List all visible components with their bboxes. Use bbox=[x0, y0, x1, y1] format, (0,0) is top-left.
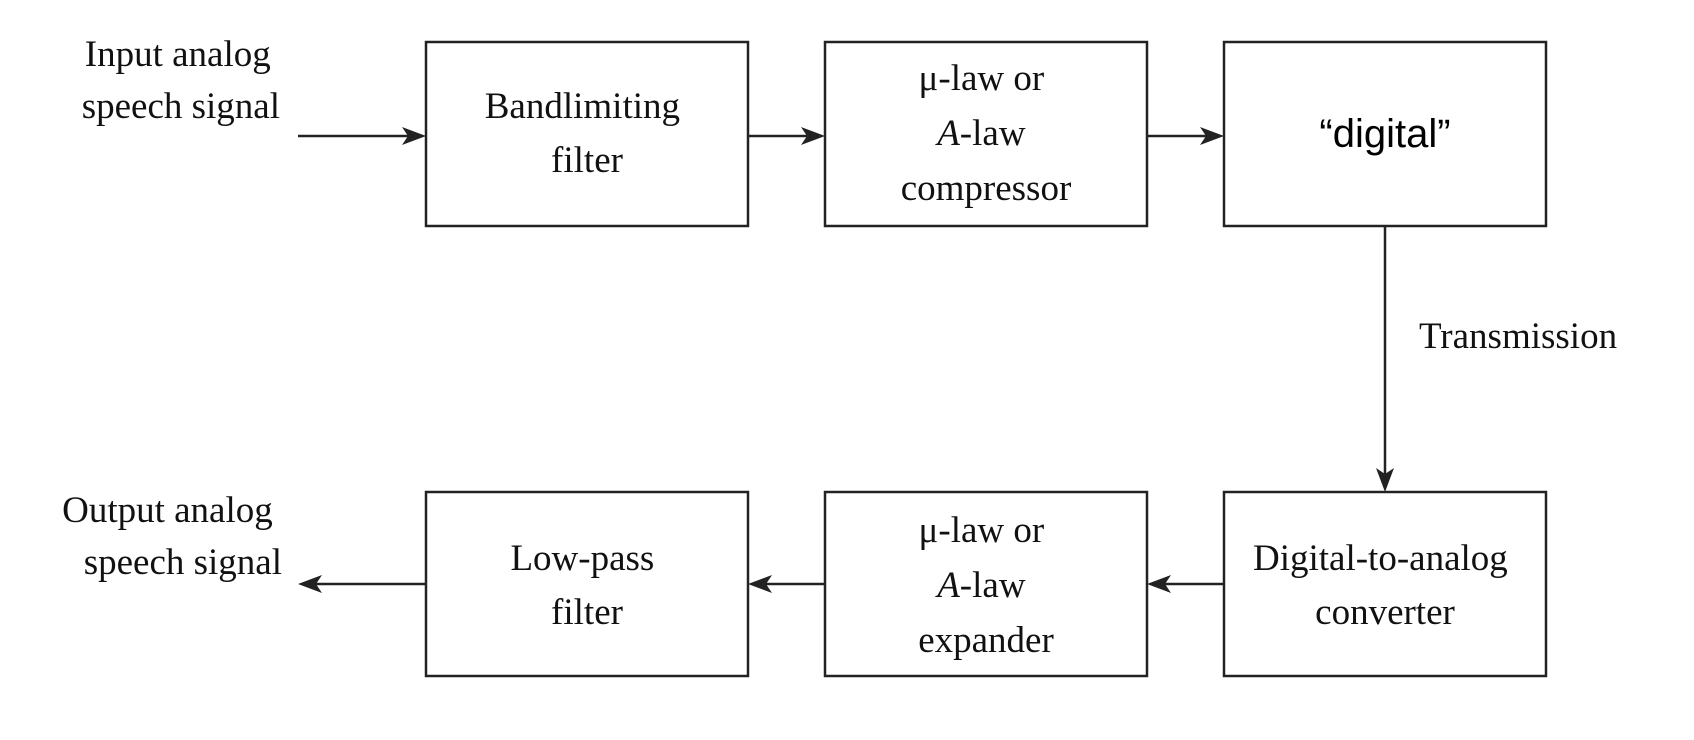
input-label-line-1: Input analog bbox=[85, 34, 271, 75]
arrow-bandlimiting-to-compressor bbox=[748, 127, 825, 145]
input-label: Input analog speech signal bbox=[82, 34, 280, 127]
output-label-line-1: Output analog bbox=[62, 490, 273, 531]
arrow-dac-to-expander bbox=[1147, 575, 1224, 593]
transmission-label: Transmission bbox=[1419, 316, 1617, 357]
lowpass-filter-block bbox=[424, 490, 750, 678]
expander-block bbox=[823, 490, 1149, 678]
compressor-label: μ-law or A-law compressor bbox=[901, 58, 1072, 209]
arrow-lowpass-to-output bbox=[298, 575, 426, 593]
digital-block bbox=[1222, 40, 1548, 228]
arrow-input-to-bandlimiting bbox=[298, 127, 426, 145]
arrow-transmission bbox=[1376, 226, 1394, 492]
dac-label: Digital-to-analog converter bbox=[1253, 538, 1517, 633]
compressor-block bbox=[823, 40, 1149, 228]
arrow-compressor-to-digital bbox=[1147, 127, 1224, 145]
digital-label: “digital” bbox=[1319, 112, 1450, 156]
bandlimiting-filter-label: Bandlimiting filter bbox=[485, 86, 690, 181]
dac-block bbox=[1222, 490, 1548, 678]
output-label-line-2: speech signal bbox=[84, 542, 282, 583]
output-label: Output analog speech signal bbox=[62, 490, 282, 583]
arrow-expander-to-lowpass bbox=[748, 575, 825, 593]
bandlimiting-filter-block bbox=[424, 40, 750, 228]
expander-label: μ-law or A-law expander bbox=[918, 510, 1054, 661]
lowpass-filter-label: Low-pass filter bbox=[510, 538, 663, 633]
input-label-line-2: speech signal bbox=[82, 86, 280, 127]
